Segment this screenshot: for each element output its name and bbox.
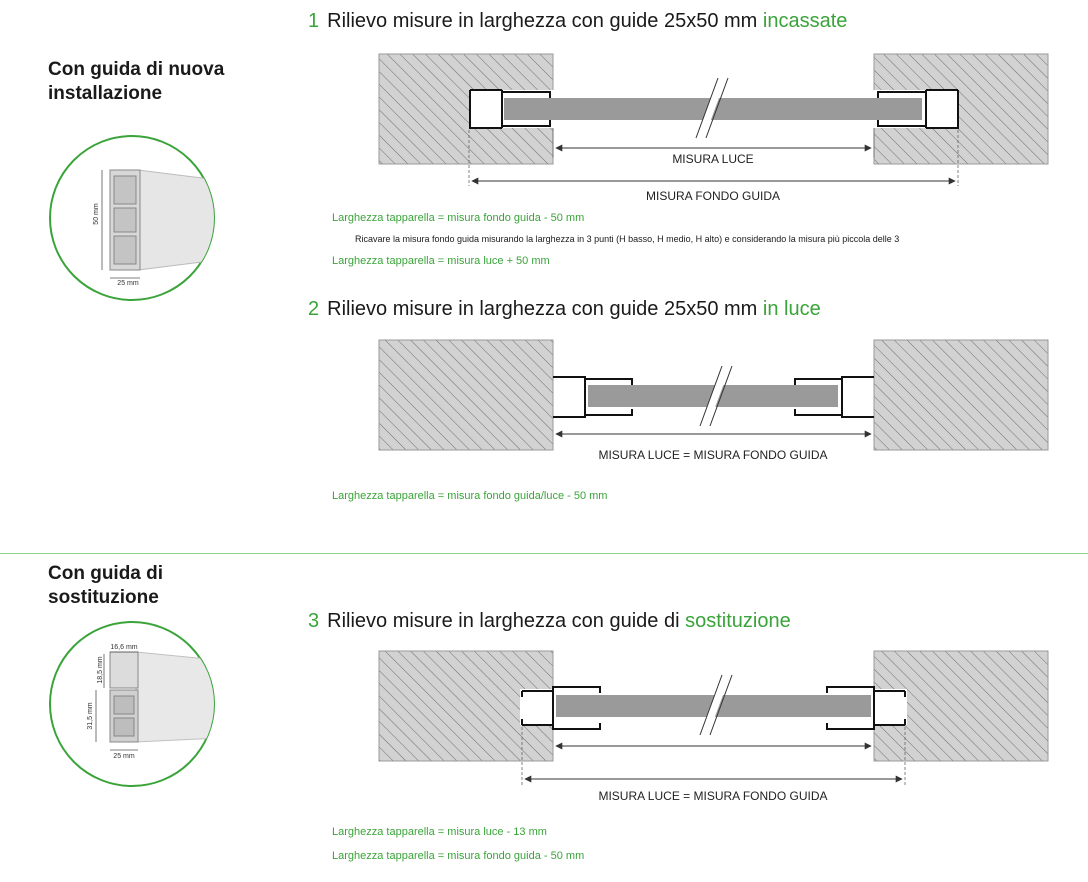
- diagram3-title: 3 Rilievo misure in larghezza con guide d…: [308, 609, 791, 633]
- wall-left: [378, 339, 554, 451]
- section-title-line1: Con guida di nuova: [48, 59, 225, 80]
- diagram2-number: 2: [308, 298, 320, 320]
- guide-right: [794, 376, 874, 418]
- section-title-line1: Con guida di: [48, 563, 164, 584]
- dim-height-label: 50 mm: [93, 203, 100, 225]
- guide-left: [521, 686, 601, 730]
- diagram2-drawing: MISURA LUCE = MISURA FONDO GUIDA: [378, 339, 1049, 462]
- label-misura-luce-fondo-guida: MISURA LUCE = MISURA FONDO GUIDA: [598, 789, 827, 803]
- guide-right: [826, 686, 906, 730]
- diagram3-drawing: MISURA LUCE = MISURA FONDO GUIDA: [378, 650, 1049, 803]
- diagram3-number: 3: [308, 610, 320, 632]
- dim-width-label: 25 mm: [113, 753, 135, 760]
- section-title-replacement: Con guida di sostituzione: [48, 562, 163, 610]
- dim-top-label: 16,6 mm: [110, 644, 137, 651]
- diagram1-title: 1 Rilievo misure in larghezza con guide 2…: [308, 9, 847, 33]
- wall-right: [873, 339, 1049, 451]
- diagram3-formula2: Larghezza tapparella = misura fondo guid…: [332, 850, 585, 862]
- diagram1-number: 1: [308, 10, 320, 32]
- guide-profile-new-install: 50 mm 25 mm: [49, 135, 215, 301]
- section-title-line2: installazione: [48, 83, 163, 104]
- dim-lower-label: 31,5 mm: [87, 702, 94, 729]
- section-title-line2: sostituzione: [48, 587, 159, 608]
- guide-profile-replacement: 16,6 mm 18,5 mm 31,5 mm 25 mm: [49, 621, 215, 787]
- section-divider: [0, 553, 1088, 554]
- diagram3-title-text: Rilievo misure in larghezza con guide di: [327, 610, 680, 632]
- dim-width-label: 25 mm: [117, 280, 139, 287]
- diagram1-note: Ricavare la misura fondo guida misurando…: [355, 234, 900, 244]
- label-misura-luce-fondo-guida: MISURA LUCE = MISURA FONDO GUIDA: [598, 448, 827, 462]
- diagram2-title: 2 Rilievo misure in larghezza con guide 2…: [308, 297, 821, 321]
- diagram2-formula: Larghezza tapparella = misura fondo guid…: [332, 490, 608, 502]
- guide-left: [469, 89, 551, 129]
- diagram2-title-text: Rilievo misure in larghezza con guide 25…: [327, 298, 758, 320]
- label-misura-luce: MISURA LUCE: [672, 152, 753, 166]
- diagram3-title-highlight: sostituzione: [685, 610, 791, 632]
- diagram1-title-text: Rilievo misure in larghezza con guide 25…: [327, 10, 758, 32]
- guide-left: [553, 376, 633, 418]
- diagram1-formula1: Larghezza tapparella = misura fondo guid…: [332, 212, 585, 224]
- section-title-new-install: Con guida di nuova installazione: [48, 58, 224, 106]
- diagram1-formula2: Larghezza tapparella = misura luce + 50 …: [332, 255, 550, 267]
- guide-right: [877, 89, 959, 129]
- diagram3-formula1: Larghezza tapparella = misura luce - 13 …: [332, 826, 547, 838]
- label-misura-fondo-guida: MISURA FONDO GUIDA: [646, 189, 780, 203]
- diagram1-drawing: MISURA LUCE MISURA FONDO GUIDA: [378, 53, 1049, 203]
- dim-upper-label: 18,5 mm: [97, 656, 104, 683]
- diagram2-title-highlight: in luce: [762, 298, 821, 320]
- diagram1-title-highlight: incassate: [762, 10, 848, 32]
